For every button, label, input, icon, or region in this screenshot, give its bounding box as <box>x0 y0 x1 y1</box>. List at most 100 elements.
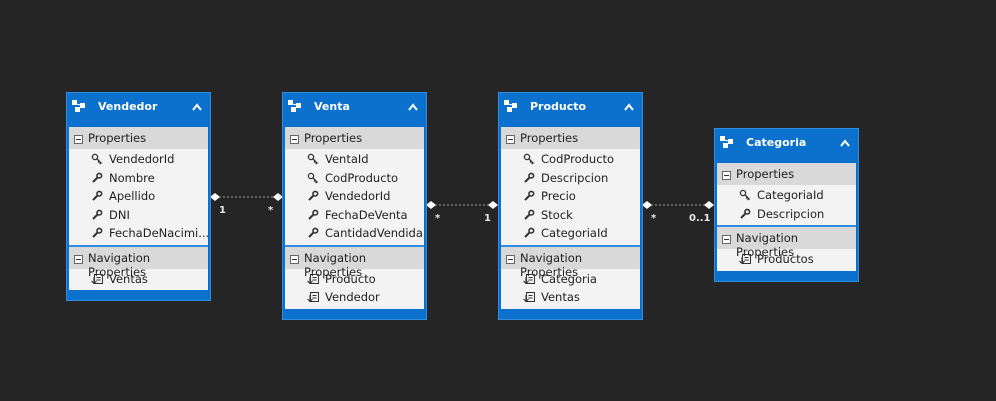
association-endpoint-diamond <box>704 201 714 209</box>
property-item[interactable]: CodProducto <box>285 169 424 188</box>
properties-section-header[interactable]: Properties <box>69 127 208 149</box>
collapse-box-icon[interactable] <box>290 133 299 144</box>
navigation-icon <box>307 273 319 285</box>
property-item[interactable]: VentaId <box>285 150 424 169</box>
collapse-box-icon[interactable] <box>722 233 731 244</box>
multiplicity-label: * <box>435 213 441 224</box>
navigation-property-item[interactable]: Vendedor <box>285 288 424 307</box>
property-item[interactable]: VendedorId <box>285 187 424 206</box>
property-item[interactable]: CantidadVendida <box>285 224 424 243</box>
section-label: Properties <box>88 131 147 145</box>
property-item[interactable]: CategoriaId <box>717 186 856 205</box>
property-item[interactable]: Apellido <box>69 187 208 206</box>
property-name: DNI <box>109 207 130 222</box>
collapse-box-icon[interactable] <box>74 253 83 264</box>
navigation-icon <box>307 291 319 303</box>
property-item[interactable]: DNI <box>69 206 208 225</box>
entity-header[interactable]: Producto <box>499 93 642 121</box>
property-item[interactable]: Descripcion <box>501 169 640 188</box>
navigation-section-header[interactable]: Navigation Properties <box>69 246 208 279</box>
properties-section-header[interactable]: Properties <box>285 127 424 149</box>
entity-title: Producto <box>530 100 587 113</box>
multiplicity-label: 1 <box>484 213 491 224</box>
property-item[interactable]: Stock <box>501 206 640 225</box>
property-item[interactable]: VendedorId <box>69 150 208 169</box>
property-item[interactable]: CodProducto <box>501 150 640 169</box>
property-name: VendedorId <box>109 152 175 166</box>
section-label: Properties <box>736 167 795 181</box>
navigation-icon <box>91 273 103 285</box>
navigation-list: Productos <box>717 249 856 271</box>
association-endpoint-diamond <box>210 193 220 201</box>
entity-icon <box>72 100 86 112</box>
key-icon <box>523 153 535 165</box>
property-name: CantidadVendida <box>325 226 423 240</box>
collapse-box-icon[interactable] <box>74 133 83 144</box>
multiplicity-label: * <box>651 213 657 224</box>
association-endpoint-diamond <box>426 201 436 209</box>
navigation-property-item[interactable]: Producto <box>285 270 424 289</box>
entity-header[interactable]: Vendedor <box>67 93 210 121</box>
property-item[interactable]: CategoriaId <box>501 224 640 243</box>
navigation-property-name: Productos <box>757 252 814 266</box>
navigation-icon <box>739 253 751 265</box>
property-item[interactable]: Nombre <box>69 169 208 188</box>
collapse-chevron-icon[interactable] <box>192 101 202 111</box>
wrench-icon <box>91 209 103 221</box>
navigation-icon <box>523 291 535 303</box>
property-name: CodProducto <box>325 170 399 185</box>
collapse-box-icon[interactable] <box>506 253 515 264</box>
navigation-property-item[interactable]: Categoria <box>501 270 640 289</box>
property-item[interactable]: FechaDeVenta <box>285 206 424 225</box>
navigation-section-header[interactable]: Navigation Properties <box>717 227 856 259</box>
section-divider <box>717 225 856 227</box>
section-label: Navigation Properties <box>304 250 367 279</box>
navigation-section-header[interactable]: Navigation Properties <box>285 246 424 279</box>
property-name: Nombre <box>109 170 155 185</box>
entity-title: Vendedor <box>98 100 158 113</box>
navigation-property-item[interactable]: Ventas <box>69 270 208 289</box>
entity-header[interactable]: Venta <box>283 93 426 121</box>
section-label: Navigation Properties <box>520 250 583 279</box>
collapse-chevron-icon[interactable] <box>624 101 634 111</box>
property-item[interactable]: Descripcion <box>717 205 856 224</box>
collapse-chevron-icon[interactable] <box>840 137 850 147</box>
collapse-box-icon[interactable] <box>290 253 299 264</box>
navigation-section-header[interactable]: Navigation Properties <box>501 246 640 279</box>
collapse-chevron-icon[interactable] <box>408 101 418 111</box>
section-divider <box>285 244 424 247</box>
property-name: Descripcion <box>541 170 609 185</box>
section-label: Properties <box>520 131 579 145</box>
entity-title: Categoria <box>746 136 807 149</box>
collapse-box-icon[interactable] <box>722 169 731 180</box>
property-name: CategoriaId <box>541 226 608 240</box>
navigation-property-item[interactable]: Productos <box>717 250 856 269</box>
section-divider <box>501 244 640 247</box>
navigation-property-item[interactable]: Ventas <box>501 288 640 307</box>
entity-header[interactable]: Categoria <box>715 129 858 157</box>
navigation-property-name: Ventas <box>109 271 148 286</box>
section-label: Properties <box>304 131 363 145</box>
collapse-box-icon[interactable] <box>506 133 515 144</box>
property-name: Stock <box>541 207 573 222</box>
property-item[interactable]: Precio <box>501 187 640 206</box>
wrench-icon <box>523 227 535 239</box>
property-item[interactable]: FechaDeNacimi... <box>69 224 209 243</box>
key-icon <box>307 153 319 165</box>
properties-section-header[interactable]: Properties <box>717 163 856 185</box>
entity-icon <box>288 100 302 112</box>
properties-section-header[interactable]: Properties <box>501 127 640 149</box>
wrench-icon <box>739 208 751 220</box>
